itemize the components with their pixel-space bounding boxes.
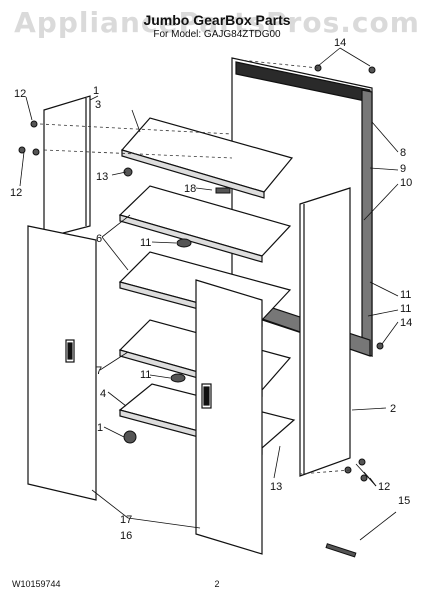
diagram-subtitle: For Model: GAJG84ZTDG00 (153, 29, 281, 40)
callout-13: 13 (270, 481, 282, 493)
bolt (18, 146, 26, 154)
callout-13: 13 (96, 171, 108, 183)
callout-9: 11 (400, 289, 411, 301)
callout-18: 18 (184, 183, 196, 195)
page-number: 2 (214, 579, 220, 589)
document-number: W10159744 (12, 579, 61, 589)
right-side-panel (299, 187, 351, 477)
left-door (27, 225, 97, 501)
back-panel-right-frame (361, 89, 373, 357)
callout-17: 17 (120, 514, 132, 526)
bolt (360, 474, 368, 482)
callout-10: 11 (400, 303, 411, 315)
adjustable-foot (123, 167, 133, 177)
callout-12: 12 (14, 88, 26, 100)
left-side-panel (43, 95, 91, 239)
callout-16: 16 (120, 530, 132, 542)
door-bumper (215, 187, 231, 194)
shelf-clip (170, 373, 186, 383)
callout-5: 7 (96, 365, 102, 377)
bolt (358, 458, 366, 466)
callout-11: 11 (140, 237, 151, 249)
callout-7: 9 (400, 163, 406, 175)
right-door (195, 279, 263, 555)
bolt (30, 120, 38, 128)
callout-12: 12 (10, 187, 22, 199)
shelf-clip (176, 238, 192, 248)
callout-2: 1 (93, 85, 99, 97)
callout-6: 8 (400, 147, 406, 159)
callout-8: 10 (400, 177, 412, 189)
bolt (32, 148, 40, 156)
callout-5: 6 (96, 233, 102, 245)
callout-3: 3 (95, 99, 101, 111)
callout-1: 1 (97, 422, 103, 434)
callout-2: 2 (390, 403, 396, 415)
allen-wrench (325, 543, 357, 558)
callout-14: 14 (400, 317, 412, 329)
callout-15: 15 (398, 495, 410, 507)
leveler-foot (123, 430, 137, 444)
callout-14: 14 (334, 37, 346, 49)
screw (368, 66, 376, 74)
callout-12: 12 (378, 481, 390, 493)
callout-11: 11 (140, 369, 151, 381)
screw (376, 342, 384, 350)
diagram-title: Jumbo GearBox Parts (143, 12, 291, 28)
callout-4: 4 (100, 388, 106, 400)
